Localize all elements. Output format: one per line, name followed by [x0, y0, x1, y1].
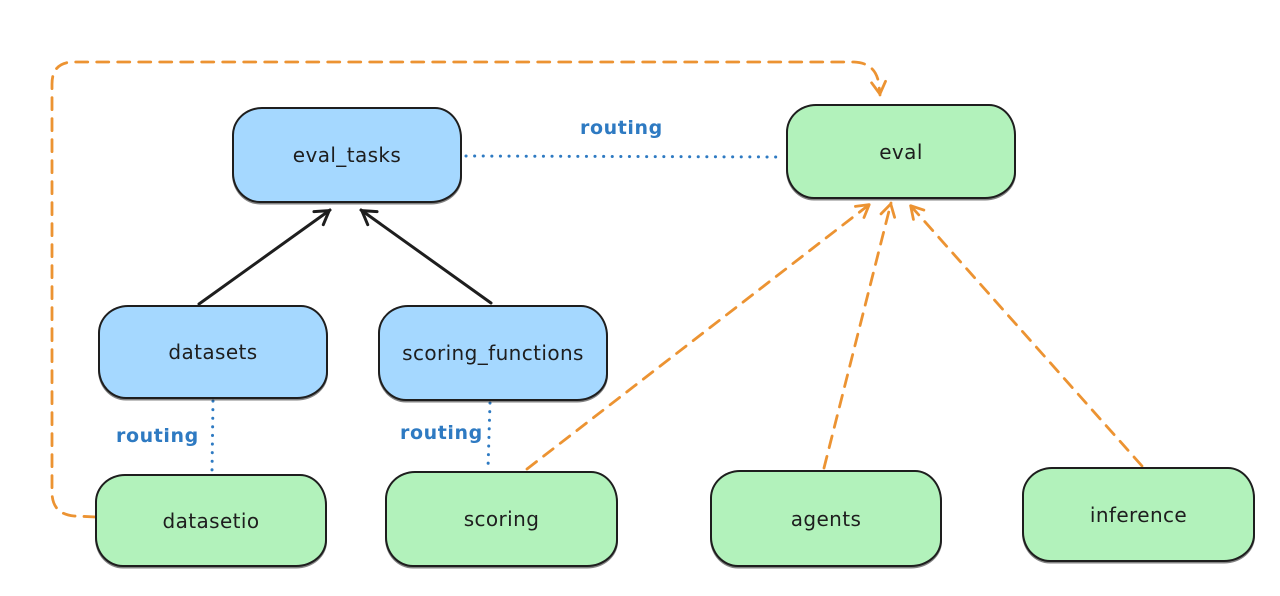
edge-datasets-eval-tasks [197, 208, 332, 306]
routing-label-datasets-datasetio: routing [116, 425, 199, 447]
node-datasets-label: datasets [168, 340, 258, 364]
node-scoring-label: scoring [463, 507, 540, 531]
node-eval-tasks[interactable]: eval_tasks [232, 107, 462, 203]
node-inference-label: inference [1089, 502, 1188, 527]
routing-label-eval-tasks-eval: routing [580, 117, 663, 139]
node-datasets[interactable]: datasets [98, 305, 328, 399]
edge-inference-eval [908, 203, 1144, 468]
node-scoring-functions[interactable]: scoring_functions [378, 305, 608, 401]
edge-routing-eval-tasks-eval [464, 154, 785, 159]
edge-scoring-eval [525, 202, 872, 471]
node-datasetio-label: datasetio [162, 508, 260, 533]
node-agents[interactable]: agents [710, 470, 942, 567]
routing-label-scoring-functions-scoring: routing [400, 422, 483, 444]
edge-routing-datasets-datasetio [210, 399, 215, 473]
node-scoring-functions-label: scoring_functions [402, 341, 584, 365]
node-eval-tasks-label: eval_tasks [292, 143, 402, 167]
node-eval[interactable]: eval [786, 104, 1016, 199]
node-scoring[interactable]: scoring [385, 471, 618, 567]
edge-agents-eval [822, 201, 896, 470]
node-inference[interactable]: inference [1022, 467, 1255, 562]
edge-routing-scoring-functions-scoring [486, 401, 492, 470]
node-datasetio[interactable]: datasetio [95, 474, 327, 567]
edge-scoring-functions-eval-tasks [359, 208, 493, 305]
node-eval-label: eval [879, 139, 923, 164]
node-agents-label: agents [790, 506, 862, 531]
edge-datasetio-eval [50, 60, 887, 519]
